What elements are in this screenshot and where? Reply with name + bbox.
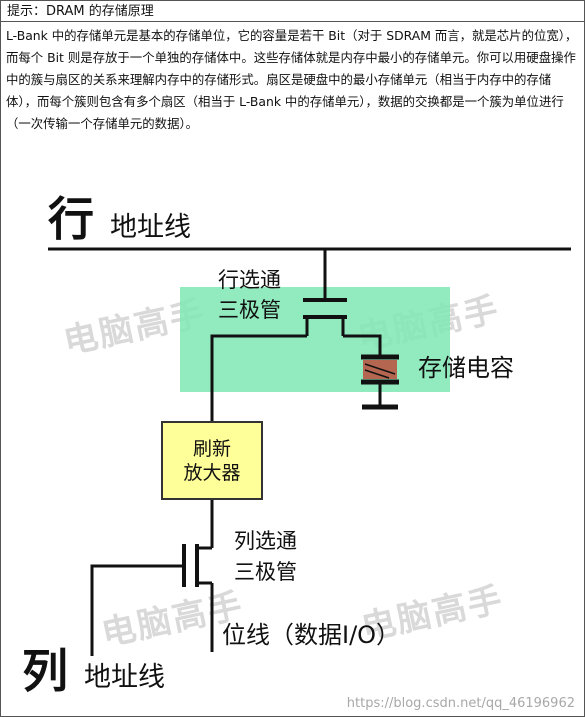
row-char: 行 bbox=[48, 192, 94, 246]
amp-label-2: 放大器 bbox=[183, 461, 241, 484]
capacitor-label: 存储电容 bbox=[418, 354, 514, 382]
col-address-line bbox=[90, 564, 184, 656]
row-source-wire bbox=[210, 334, 307, 421]
amp-label-1: 刷新 bbox=[192, 437, 231, 460]
row-transistor-label-2: 三极管 bbox=[218, 298, 281, 322]
row-transistor-icon bbox=[303, 298, 347, 336]
col-transistor-label-1: 列选通 bbox=[234, 529, 297, 553]
col-transistor-icon bbox=[182, 544, 214, 652]
row-drain-wire bbox=[343, 334, 382, 356]
row-transistor-label-1: 行选通 bbox=[218, 268, 281, 292]
col-address-label: 地址线 bbox=[84, 662, 165, 693]
tip-header: 提示：DRAM 的存储原理 bbox=[1, 1, 584, 22]
explanation-paragraph: L-Bank 中的存储单元是基本的存储单位，它的容量是若干 Bit（对于 SDR… bbox=[6, 28, 578, 131]
col-char: 列 bbox=[22, 644, 68, 698]
row-address-label: 地址线 bbox=[110, 212, 191, 243]
capacitor-icon bbox=[361, 354, 399, 410]
col-transistor-label-2: 三极管 bbox=[234, 560, 297, 584]
bitline-label: 位线（数据I/O） bbox=[222, 621, 401, 649]
source-url: https://blog.csdn.net/qq_46196962 bbox=[346, 696, 575, 711]
refresh-amplifier: 刷新 放大器 bbox=[161, 421, 263, 500]
capacitor-highlight bbox=[180, 287, 450, 392]
